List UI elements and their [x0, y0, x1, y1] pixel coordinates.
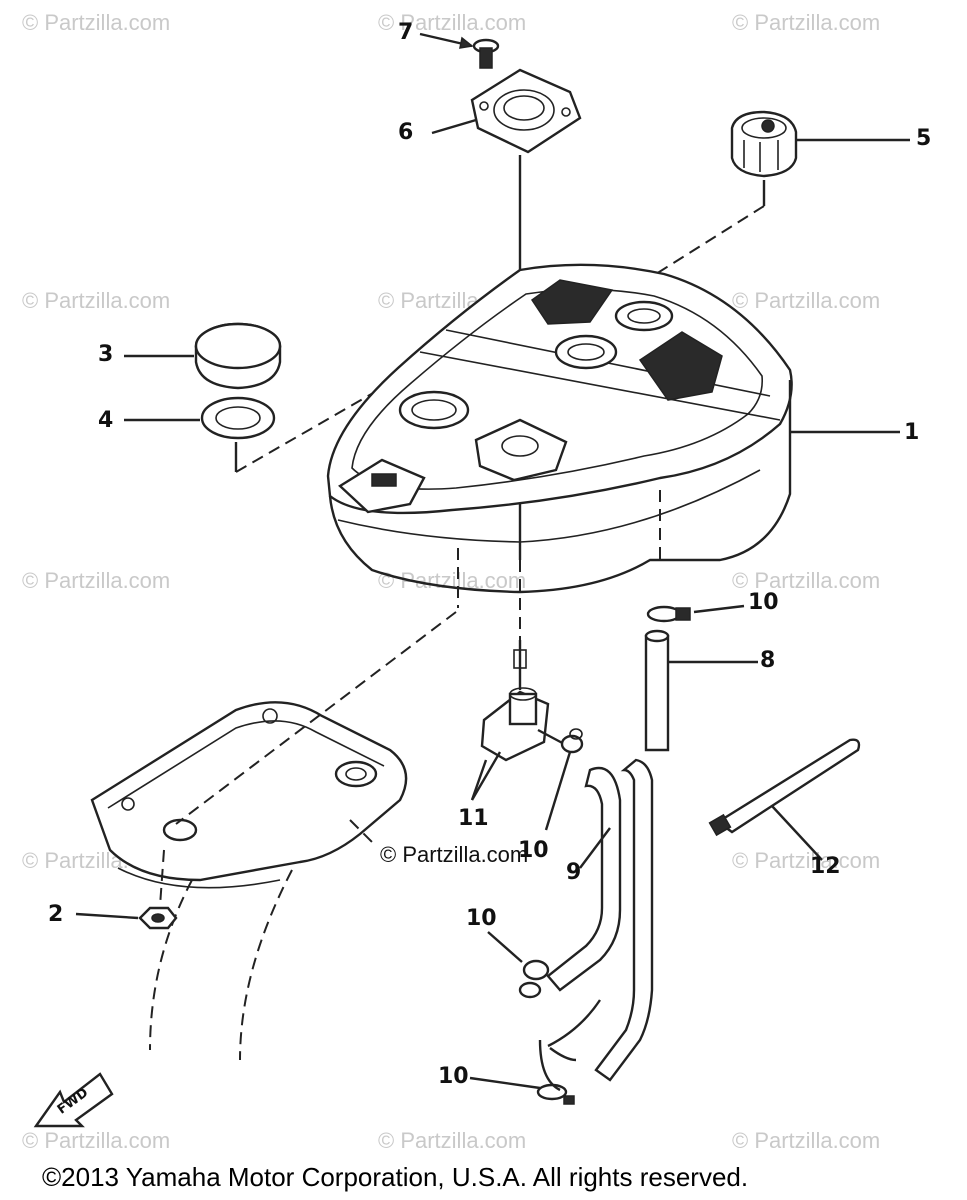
callout-3: 3 — [98, 342, 114, 367]
watermark: © Partzilla.com — [732, 848, 881, 873]
watermark: © Partzilla.com — [22, 1128, 171, 1153]
callout-10: 10 — [748, 590, 779, 615]
callout-9: 9 — [566, 860, 582, 885]
clip-part-10-mid — [487, 931, 550, 999]
cable-tie-part-12 — [708, 738, 861, 861]
callout-5: 5 — [916, 126, 932, 151]
watermark: © Partzilla.com — [22, 288, 171, 313]
callout-4: 4 — [98, 408, 114, 433]
copyright-footer: ©2013 Yamaha Motor Corporation, U.S.A. A… — [42, 1162, 749, 1192]
watermark: © Partzilla.com — [378, 10, 527, 35]
clip-part-10-top — [646, 604, 745, 623]
watermark: © Partzilla.com — [732, 568, 881, 593]
callout-12: 12 — [810, 854, 841, 879]
screw-part-7 — [419, 32, 500, 69]
watermark: © Partzilla.com — [732, 1128, 881, 1153]
callout-11: 11 — [458, 806, 489, 831]
watermark: © Partzilla.com — [22, 568, 171, 593]
nut-part-2 — [75, 906, 178, 930]
watermark: © Partzilla.com — [732, 10, 881, 35]
cap-part-3 — [124, 322, 282, 390]
watermark: © Partzilla.com — [732, 288, 881, 313]
frame-bracket — [90, 611, 457, 1061]
callout-6: 6 — [398, 120, 414, 145]
watermark: © Partzilla.com — [378, 1128, 527, 1153]
hose-part-8 — [644, 629, 758, 752]
clip-part-10-cock — [544, 728, 584, 831]
callout-10: 10 — [518, 838, 549, 863]
watermark: © Partzilla.com — [378, 568, 527, 593]
callout-8: 8 — [760, 648, 776, 673]
callout-1: 1 — [904, 420, 920, 445]
fwd-arrow — [33, 1072, 114, 1128]
clip-part-10-bottom — [469, 1076, 575, 1105]
callout-2: 2 — [48, 902, 64, 927]
callout-10: 10 — [438, 1064, 469, 1089]
hose-part-9 — [538, 758, 654, 1092]
callout-10: 10 — [466, 906, 497, 931]
fuel-cock-part-11 — [470, 560, 569, 801]
callout-7: 7 — [398, 20, 414, 45]
watermark: © Partzilla.com — [22, 10, 171, 35]
fuel-tank-part-1 — [326, 263, 900, 608]
center-watermark: © Partzilla.com — [380, 842, 529, 867]
